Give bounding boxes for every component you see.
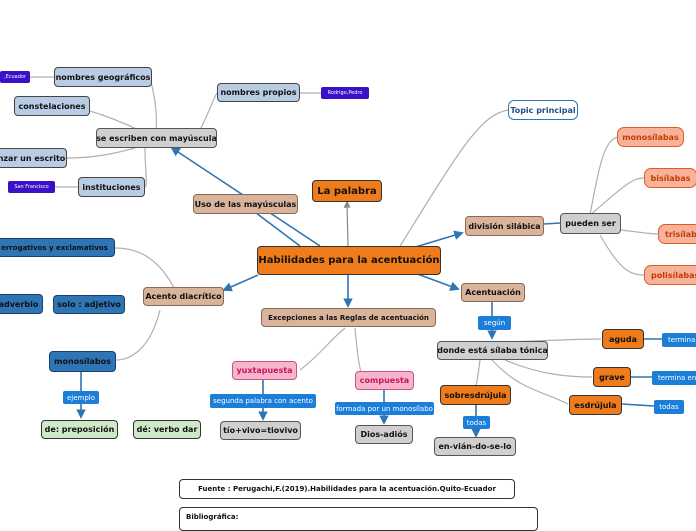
central-topic[interactable]: Habilidades para la acentuación: [257, 246, 441, 275]
grave-label: termina en c: [652, 371, 696, 385]
topic-principal-node[interactable]: Topic principal: [508, 100, 578, 120]
fuente-node[interactable]: Fuente : Perugachi,F.(2019).Habilidades …: [179, 479, 515, 499]
monosilabas-node[interactable]: monosílabas: [617, 127, 684, 147]
acento-diacritico-node[interactable]: Acento diacrítico: [143, 287, 224, 306]
uso-mayusculas-node[interactable]: Uso de las mayúsculas: [193, 194, 298, 214]
esdrujula-label: todas: [654, 400, 684, 414]
acentuacion-node[interactable]: Acentuación: [461, 283, 525, 302]
yuxtapuesta-label: segunda palabra con acento: [210, 394, 316, 408]
silaba-tonica-node[interactable]: donde está sílaba tónica: [437, 341, 548, 360]
instituciones-note: San Francisco: [8, 181, 55, 193]
monosilabos-node[interactable]: monosílabos: [49, 351, 116, 372]
la-palabra-node[interactable]: La palabra: [312, 180, 382, 202]
aguda-node[interactable]: aguda: [602, 329, 644, 349]
ejemplo-label: ejemplo: [63, 391, 99, 404]
enviandoselo-node[interactable]: en-vián-do-se-lo: [434, 437, 516, 456]
bisilabas-node[interactable]: bisílabas: [644, 168, 696, 188]
esdrujula-node[interactable]: esdrújula: [569, 395, 622, 415]
de-verbo-node[interactable]: dé: verbo dar: [133, 420, 201, 439]
instituciones-node[interactable]: instituciones: [78, 177, 145, 197]
pueden-ser-node[interactable]: pueden ser: [560, 213, 621, 234]
grave-node[interactable]: grave: [593, 367, 631, 387]
division-silabica-node[interactable]: división silábica: [465, 216, 544, 236]
bibliografica-node[interactable]: Bibliográfica:: [179, 507, 538, 531]
yuxtapuesta-node[interactable]: yuxtapuesta: [232, 361, 297, 380]
dios-adios-node[interactable]: Dios-adiós: [355, 425, 413, 444]
nombres-propios-node[interactable]: nombres propios: [217, 83, 300, 102]
aguda-label: termina: [662, 333, 696, 347]
geograficos-note: ,Ecuador: [0, 71, 30, 83]
de-preposicion-node[interactable]: de: preposición: [41, 420, 118, 439]
segun-label: según: [478, 316, 511, 330]
comenzar-escrito-node[interactable]: nzar un escrito: [0, 148, 67, 168]
trisilaba-node[interactable]: trisílaba: [658, 224, 696, 244]
compuesta-label: formada por un monosílabo: [335, 402, 434, 415]
excepciones-node[interactable]: Excepciones a las Reglas de acentuación: [261, 308, 436, 327]
constelaciones-node[interactable]: constelaciones: [14, 96, 90, 116]
sobresdrujula-label: todas: [463, 416, 490, 429]
nombres-geograficos-node[interactable]: nombres geográficos: [54, 67, 152, 87]
adverbio-node[interactable]: adverbio: [0, 294, 43, 314]
tiovivo-node[interactable]: tío+vivo=tiovivo: [220, 421, 301, 440]
compuesta-node[interactable]: compuesta: [355, 371, 414, 390]
polisilabas-node[interactable]: polisílabas: [644, 265, 696, 285]
interrogativos-node[interactable]: errogativos y exclamativos: [0, 238, 115, 257]
propios-note: Rodrigo,Pedro: [321, 87, 369, 99]
solo-adjetivo-node[interactable]: solo : adjetivo: [53, 295, 125, 314]
se-escriben-node[interactable]: se escriben con mayúscula: [96, 128, 217, 148]
sobresdrujula-node[interactable]: sobresdrújula: [440, 385, 511, 405]
